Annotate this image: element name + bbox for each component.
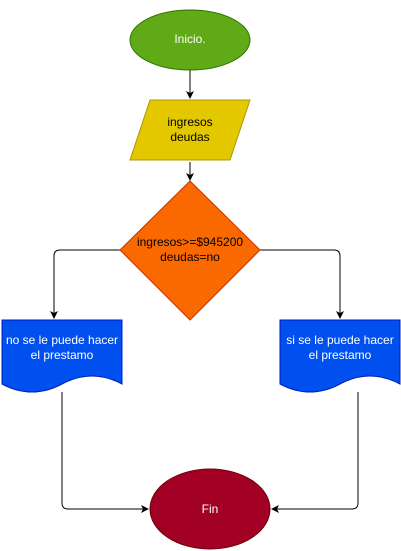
- arrow-right-doc-to-end: [271, 392, 359, 513]
- no-loan-label: no se le puede hacer el prestamo: [2, 333, 122, 363]
- arrow-left-doc-to-end: [61, 392, 149, 513]
- input-label-line1: ingresos: [167, 115, 213, 129]
- no-loan-document-node[interactable]: [1, 319, 123, 393]
- yes-loan-label: si se le puede hacer el prestamo: [280, 333, 400, 363]
- start-node[interactable]: [129, 9, 251, 71]
- yes-loan-label-line2: el prestamo: [308, 348, 372, 362]
- decision-label: ingresos>=$945200 deudas=no: [110, 235, 270, 265]
- decision-node[interactable]: [119, 180, 261, 321]
- no-loan-label-line1: no se le puede hacer: [5, 333, 119, 347]
- end-label: Fin: [201, 502, 219, 516]
- arrow-decision-to-right-doc: [259, 249, 344, 319]
- decision-label-line2: deudas=no: [160, 250, 220, 264]
- input-label: ingresos deudas: [140, 115, 240, 145]
- connectors: [50, 70, 359, 513]
- start-label: Inicio.: [174, 32, 206, 46]
- arrow-decision-to-left-doc: [50, 249, 121, 319]
- input-node[interactable]: [129, 99, 251, 161]
- no-loan-label-line2: el prestamo: [30, 348, 94, 362]
- decision-label-line1: ingresos>=$945200: [136, 235, 244, 249]
- yes-loan-label-line1: si se le puede hacer: [286, 333, 394, 347]
- input-label-line2: deudas: [170, 130, 210, 144]
- end-node[interactable]: [149, 468, 271, 550]
- yes-loan-document-node[interactable]: [279, 319, 401, 393]
